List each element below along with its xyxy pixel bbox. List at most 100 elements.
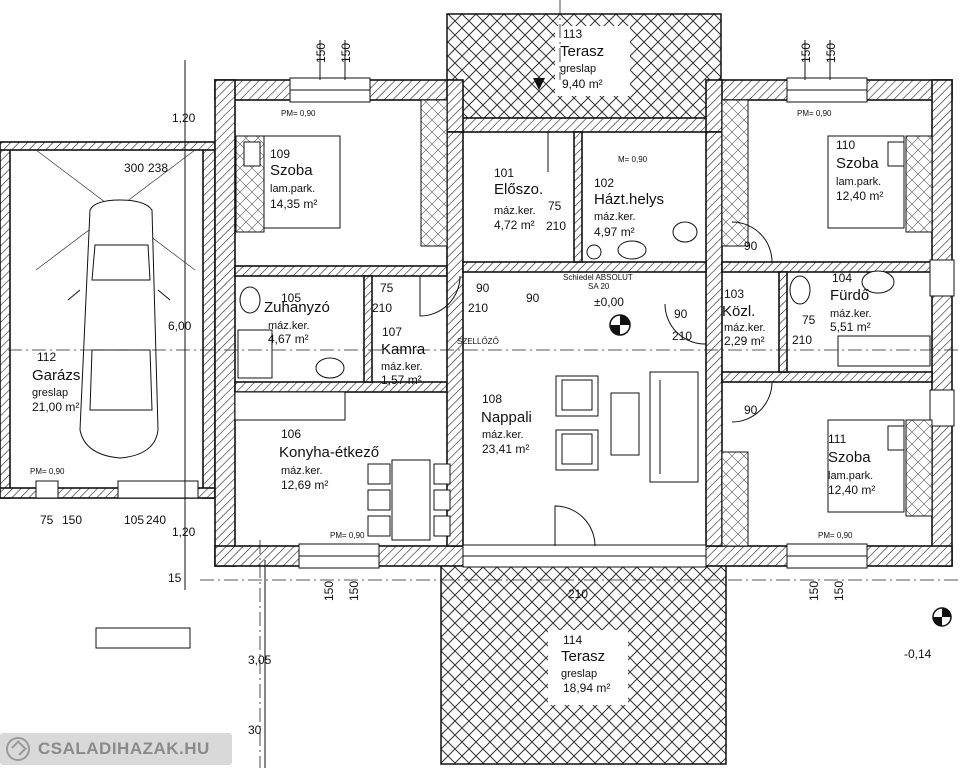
dim-label: 300	[124, 161, 144, 175]
dimension-lines	[95, 40, 831, 768]
room-110-area: 12,40 m²	[836, 189, 883, 203]
level-label: ±0,00	[594, 295, 624, 309]
dim-label: 1,20	[172, 111, 196, 125]
room-106-floor: máz.ker.	[281, 465, 323, 477]
room-103-name: Közl.	[722, 303, 755, 320]
living-furniture	[555, 371, 699, 483]
room-107-area: 1,57 m²	[381, 373, 422, 387]
room-106-name: Konyha-étkező	[279, 444, 379, 461]
room-102-number: 102	[594, 176, 614, 190]
room-105-number: 105	[281, 291, 301, 305]
room-107-number: 107	[382, 325, 402, 339]
room-113-number: 113	[563, 27, 582, 41]
axis-lines	[8, 0, 960, 768]
bed-111	[827, 419, 905, 513]
room-109-area: 14,35 m²	[270, 197, 317, 211]
boiler-label: Schiedel ABSOLUT	[563, 273, 633, 282]
room-103-area: 2,29 m²	[724, 334, 765, 348]
room-102-floor: máz.ker.	[594, 211, 636, 223]
site-logo[interactable]: CSALADIHAZAK.HU	[0, 733, 232, 765]
room-110-floor: lam.park.	[836, 176, 881, 188]
bed-109	[243, 135, 341, 229]
pm-label: PM= 0,90	[797, 109, 832, 118]
logo-text: CSALADIHAZAK.HU	[38, 739, 210, 758]
room-113-name: Terasz	[560, 43, 604, 60]
room-113-floor: greslap	[560, 63, 596, 75]
dim-label: 15	[168, 571, 182, 585]
room-111-number: 111	[828, 432, 847, 446]
dim-label: 90	[674, 307, 688, 321]
dim-label: 210	[792, 333, 812, 347]
car-icon	[67, 199, 171, 459]
level-label: -0,14	[904, 647, 932, 661]
dim-label: 150	[62, 513, 82, 527]
garage	[0, 141, 216, 499]
dim-label: 105	[124, 513, 144, 527]
room-112-number: 112	[37, 350, 56, 364]
room-113-area: 9,40 m²	[562, 77, 603, 91]
pm-label: PM= 0,90	[818, 531, 853, 540]
wardrobes	[235, 99, 933, 547]
room-114-area: 18,94 m²	[563, 681, 610, 695]
room-104-name: Fürdő	[830, 287, 869, 304]
room-114-name: Terasz	[561, 648, 605, 665]
dim-label: 90	[744, 239, 758, 253]
room-109-name: Szoba	[270, 162, 313, 179]
room-111-area: 12,40 m²	[828, 483, 875, 497]
pm-label: PM= 0,90	[281, 109, 316, 118]
dim-label: 210	[568, 587, 588, 601]
room-108-floor: máz.ker.	[482, 429, 524, 441]
room-111-name: Szoba	[828, 449, 871, 466]
room-114-floor: greslap	[561, 668, 597, 680]
room-102-name: Házt.helys	[594, 191, 664, 208]
dim-label: 210	[672, 329, 692, 343]
room-101-floor: máz.ker.	[494, 205, 536, 217]
dim-label: 150	[832, 581, 846, 601]
dim-label: 75	[40, 513, 54, 527]
dim-label: 90	[744, 403, 758, 417]
dim-label: 210	[546, 219, 566, 233]
bathroom-fixtures	[237, 221, 931, 379]
room-109-number: 109	[270, 147, 290, 161]
kitchen-table	[234, 391, 451, 541]
room-110-number: 110	[836, 138, 855, 152]
room-105-name: Zuhanyzó	[264, 299, 330, 316]
room-104-floor: máz.ker.	[830, 308, 872, 320]
dim-label: 210	[468, 301, 488, 315]
dim-label: 3,05	[248, 653, 272, 667]
dim-label: 6,00	[168, 319, 192, 333]
home-icon	[6, 737, 30, 761]
room-103-number: 103	[724, 287, 744, 301]
dim-label: 1,20	[172, 525, 196, 539]
dim-label: 90	[476, 281, 490, 295]
level-marker-icon	[533, 78, 952, 627]
dim-label: 150	[322, 581, 336, 601]
dim-label: 240	[146, 513, 166, 527]
room-111-floor: lam.park.	[828, 470, 873, 482]
dim-label: 150	[799, 43, 813, 63]
terrace-113	[446, 13, 722, 131]
dim-label: 150	[347, 581, 361, 601]
pm-label: PM= 0,90	[30, 467, 65, 476]
boiler-sub-label: SA 20	[588, 282, 610, 291]
dim-label: 90	[526, 291, 540, 305]
room-112-name: Garázs	[32, 367, 80, 384]
dim-label: 30	[248, 723, 262, 737]
bed-110	[827, 135, 905, 229]
house-walls	[214, 79, 953, 567]
room-108-number: 108	[482, 392, 502, 406]
room-107-floor: máz.ker.	[381, 361, 423, 373]
szellozo-label: SZELLŐZŐ	[457, 337, 499, 346]
room-101-number: 101	[494, 166, 514, 180]
doors	[419, 132, 773, 547]
dim-label: 238	[148, 161, 168, 175]
dim-label: 210	[372, 301, 392, 315]
dim-label: 150	[314, 43, 328, 63]
room-104-area: 5,51 m²	[830, 320, 871, 334]
room-104-number: 104	[832, 271, 852, 285]
room-106-number: 106	[281, 427, 301, 441]
room-103-floor: máz.ker.	[724, 322, 766, 334]
room-106-area: 12,69 m²	[281, 478, 328, 492]
dim-label: 150	[807, 581, 821, 601]
